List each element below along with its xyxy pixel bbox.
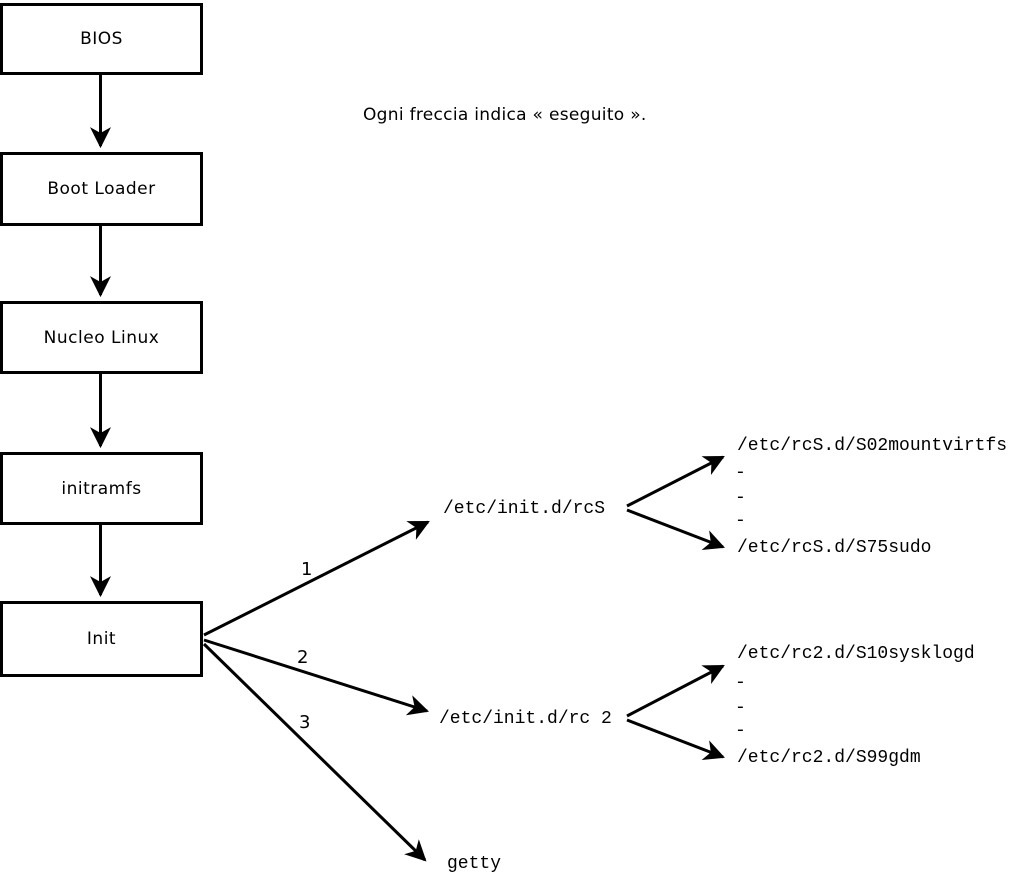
arrow-rc2-to-last-script: [626, 718, 725, 761]
box-boot-loader: Boot Loader: [0, 152, 203, 226]
box-boot-loader-label: Boot Loader: [47, 179, 156, 199]
ellipsis-dash: -: [735, 673, 746, 693]
script-path-s99gdm: /etc/rc2.d/S99gdm: [737, 748, 921, 768]
script-path-s75sudo: /etc/rcS.d/S75sudo: [737, 538, 932, 558]
arrow-rc2-to-first-script: [626, 664, 725, 718]
diagram-caption: Ogni freccia indica « eseguito ».: [363, 105, 647, 125]
box-linux-kernel: Nucleo Linux: [0, 301, 203, 374]
ellipsis-dash: -: [735, 488, 746, 508]
box-initramfs-label: initramfs: [61, 478, 142, 499]
box-init-label: Init: [86, 629, 117, 649]
arrow-rcs-to-first-script: [626, 455, 725, 508]
script-path-rc2: /etc/init.d/rc 2: [439, 709, 612, 729]
box-initramfs: initramfs: [0, 452, 203, 525]
ellipsis-dash: -: [735, 463, 746, 483]
branch-number-2: 2: [297, 647, 309, 668]
script-path-s02mountvirtfs: /etc/rcS.d/S02mountvirtfs: [737, 436, 1008, 456]
arrow-rcs-to-last-script: [626, 508, 725, 551]
script-path-s10sysklogd: /etc/rc2.d/S10sysklogd: [737, 644, 975, 664]
script-path-getty: getty: [447, 854, 502, 874]
branch-number-3: 3: [299, 712, 311, 733]
arrow-init-to-getty: [202, 642, 427, 862]
ellipsis-dash: -: [735, 698, 746, 718]
arrow-init-to-rcs: [203, 520, 430, 637]
box-bios-label: BIOS: [80, 29, 123, 49]
branch-number-1: 1: [301, 559, 313, 580]
box-linux-kernel-label: Nucleo Linux: [43, 327, 160, 348]
box-bios: BIOS: [0, 3, 203, 75]
arrow-init-to-rc2: [203, 638, 430, 716]
ellipsis-dash: -: [735, 721, 746, 741]
script-path-rcs: /etc/init.d/rcS: [443, 499, 606, 519]
ellipsis-dash: -: [735, 511, 746, 531]
box-init: Init: [0, 601, 203, 677]
